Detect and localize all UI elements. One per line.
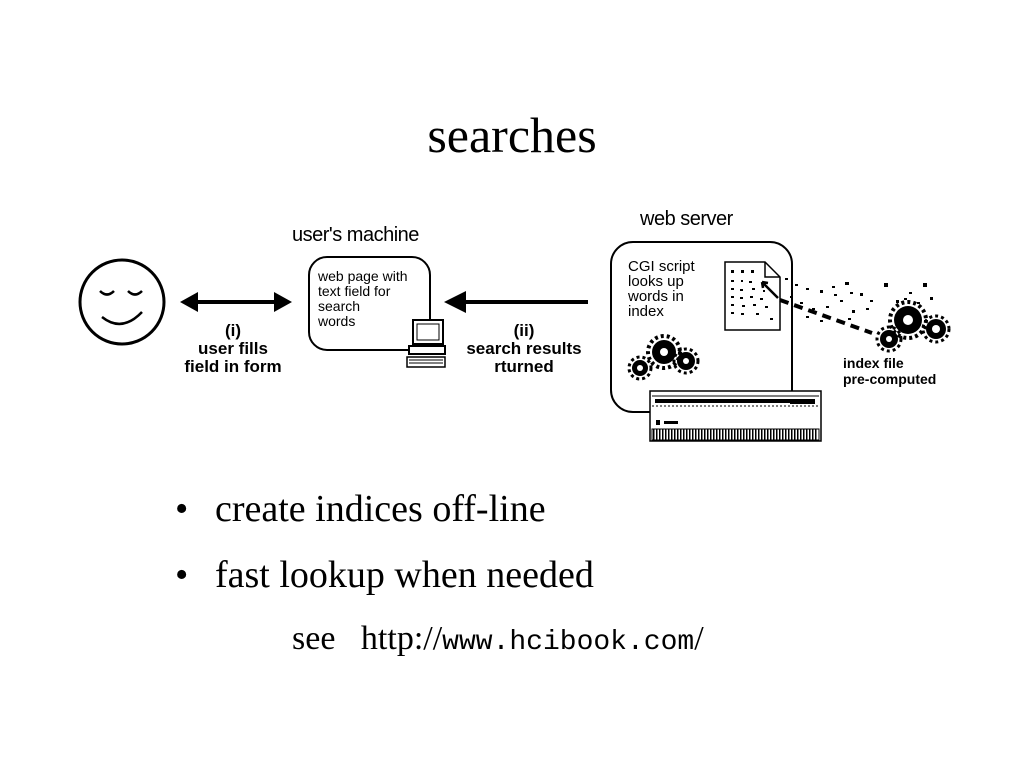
bullet-marker: •	[175, 488, 189, 530]
index-file-caption: index file pre-computed	[843, 355, 936, 387]
double-arrow-icon	[180, 292, 292, 312]
cgi-line: words in	[628, 288, 684, 305]
dashed-connector	[779, 298, 873, 335]
web-page-text: web page with text field for search word…	[318, 269, 408, 329]
left-arrow-icon	[444, 291, 588, 313]
url-suffix[interactable]: /	[694, 620, 704, 657]
computer-icon	[406, 319, 446, 368]
cgi-text: CGI script looks up words in index	[628, 259, 695, 319]
server-gears-icon	[627, 334, 700, 381]
step-ii-number: (ii)	[513, 321, 535, 340]
bullet-text: fast lookup when needed	[215, 554, 594, 596]
web-page-line: text field for	[318, 283, 391, 299]
index-scatter-icon	[785, 278, 933, 322]
step-i-number: (i)	[224, 321, 242, 340]
bullet-marker: •	[175, 554, 189, 596]
step-i-caption: (i) user fills field in form	[166, 322, 300, 376]
web-page-line: words	[318, 313, 356, 329]
bullet-text: create indices off-line	[215, 488, 546, 530]
step-ii-line1: search results	[466, 339, 582, 358]
users-machine-label: user's machine	[292, 224, 419, 246]
url-domain[interactable]: www.hcibook.com	[442, 627, 695, 658]
web-page-box	[308, 256, 431, 351]
server-hardware-icon	[649, 390, 822, 442]
web-server-label: web server	[640, 208, 733, 230]
bullet-item: • fast lookup when needed	[175, 553, 594, 619]
step-ii-caption: (ii) search results rturned	[452, 322, 596, 376]
see-label: see	[292, 620, 336, 657]
cgi-line: looks up	[628, 273, 684, 290]
index-gears-icon	[875, 300, 951, 353]
url-prefix[interactable]: http://	[360, 620, 443, 657]
bullet-list: • create indices off-line • fast lookup …	[175, 487, 594, 619]
web-page-line: search	[318, 298, 361, 314]
bullet-item: • create indices off-line	[175, 487, 594, 553]
index-file-line2: pre-computed	[843, 371, 937, 387]
index-file-line1: index file	[843, 355, 904, 371]
web-page-line: web page with	[318, 268, 408, 284]
index-document-icon	[724, 261, 781, 331]
cgi-line: index	[628, 303, 664, 320]
slide-title: searches	[427, 107, 597, 163]
reference-line: see http://www.hcibook.com/	[292, 620, 704, 658]
step-i-line1: user fills	[198, 339, 268, 358]
user-face-icon	[78, 258, 166, 346]
step-i-line2: field in form	[184, 357, 282, 376]
step-ii-line2: rturned	[494, 357, 554, 376]
cgi-line: CGI script	[628, 258, 695, 275]
